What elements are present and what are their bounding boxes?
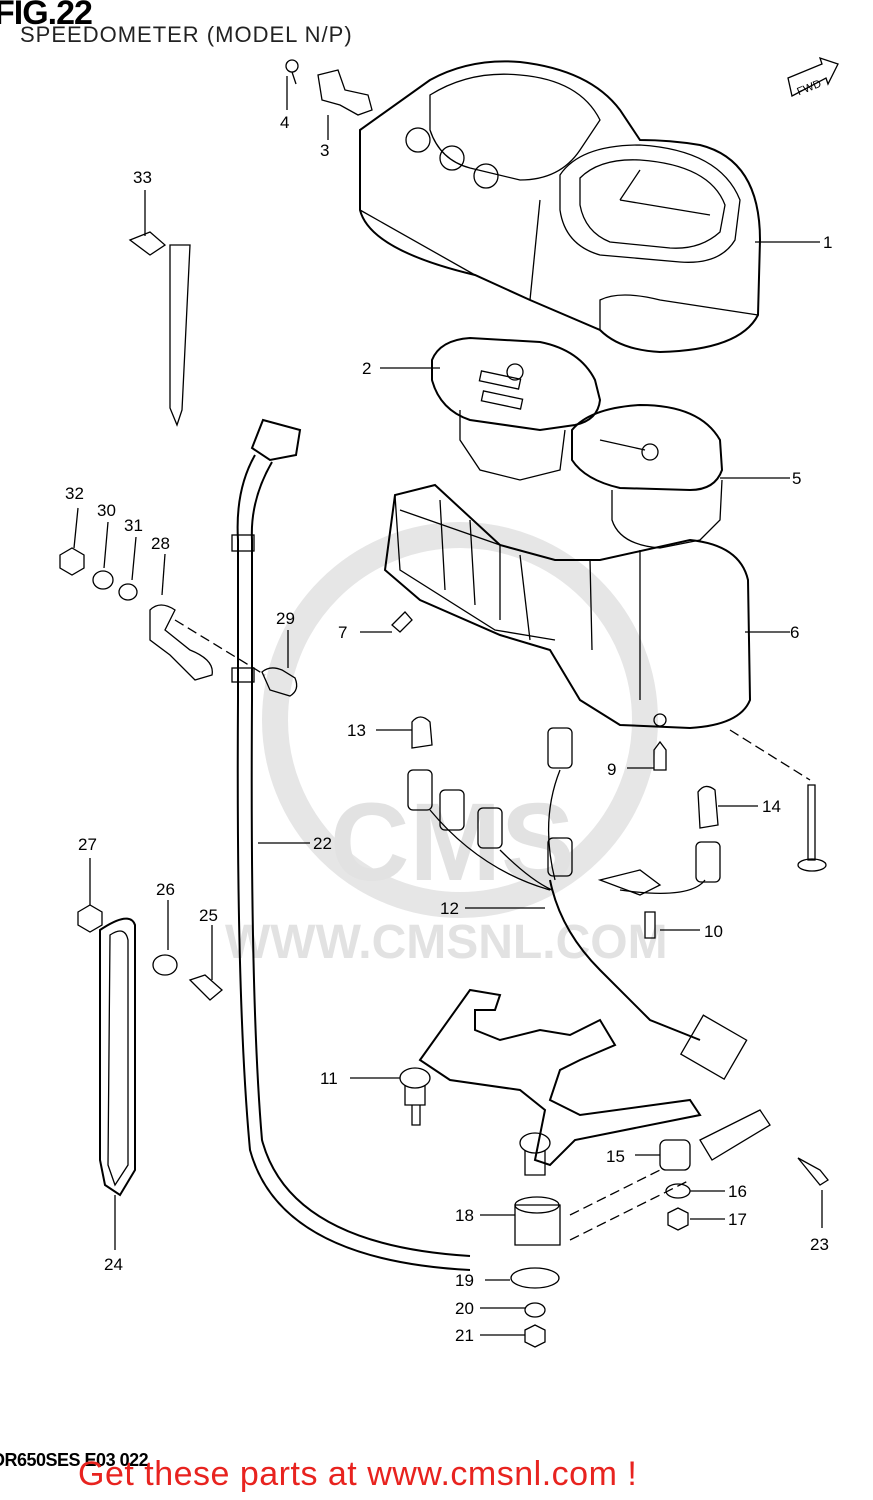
callout-32: 32 (65, 484, 84, 503)
callout-28: 28 (151, 534, 170, 553)
fwd-arrow: FWD (787, 56, 839, 99)
meter-case (359, 60, 762, 354)
callout-4: 4 (280, 113, 289, 132)
callout-14: 14 (762, 797, 781, 816)
callout-12: 12 (440, 899, 459, 918)
callout-9: 9 (607, 760, 616, 779)
callout-16: 16 (728, 1182, 747, 1201)
figure-subtitle: SPEEDOMETER (MODEL N/P) (20, 22, 353, 47)
callout-15: 15 (606, 1147, 625, 1166)
wiring-harness (407, 727, 748, 1081)
callout-23: 23 (810, 1235, 829, 1254)
callout-22: 22 (313, 834, 332, 853)
callout-11: 11 (320, 1069, 338, 1088)
meter-stay (399, 988, 702, 1176)
speedometer-dial (431, 336, 602, 481)
callout-5: 5 (792, 469, 801, 488)
callout-18: 18 (455, 1206, 474, 1225)
callout-30: 30 (97, 501, 116, 520)
figure-title: FIG.22 (0, 0, 93, 32)
callout-19: 19 (455, 1271, 474, 1290)
speedometer-cable (231, 418, 471, 1271)
callout-6: 6 (790, 623, 799, 642)
watermark-url: WWW.CMSNL.COM (225, 916, 668, 969)
drive-gear (285, 59, 373, 116)
callout-labels: 1 2 3 4 5 6 7 9 10 11 12 13 14 15 16 17 … (65, 113, 832, 1345)
mount-hardware (510, 1109, 829, 1348)
callout-13: 13 (347, 721, 366, 740)
callout-21: 21 (455, 1326, 474, 1345)
callout-10: 10 (704, 922, 723, 941)
callout-24: 24 (104, 1255, 123, 1274)
callout-7: 7 (338, 623, 347, 642)
watermark-brand: CMS (330, 781, 574, 904)
fwd-label: FWD (795, 78, 823, 99)
callout-1: 1 (823, 233, 832, 252)
callout-31: 31 (124, 516, 143, 535)
bracket-fasteners (77, 904, 223, 1197)
callout-20: 20 (455, 1299, 474, 1318)
diagram-code: DR650SES E03 022 (0, 1450, 149, 1470)
leader-lines (73, 76, 823, 1336)
nut-washer-stack (59, 547, 298, 697)
callout-25: 25 (199, 906, 218, 925)
small-fasteners (391, 611, 827, 939)
callout-27: 27 (78, 835, 97, 854)
lower-case (383, 483, 752, 730)
cable-tie (128, 231, 191, 427)
callout-17: 17 (728, 1210, 747, 1229)
callout-33: 33 (133, 168, 152, 187)
callout-29: 29 (276, 609, 295, 628)
tachometer-dial (571, 403, 724, 549)
callout-3: 3 (320, 141, 329, 160)
watermark: CMS WWW.CMSNL.COM (225, 522, 668, 969)
callout-2: 2 (362, 359, 371, 378)
callout-26: 26 (156, 880, 175, 899)
promo-banner[interactable]: Get these parts at www.cmsnl.com ! (78, 1455, 638, 1493)
